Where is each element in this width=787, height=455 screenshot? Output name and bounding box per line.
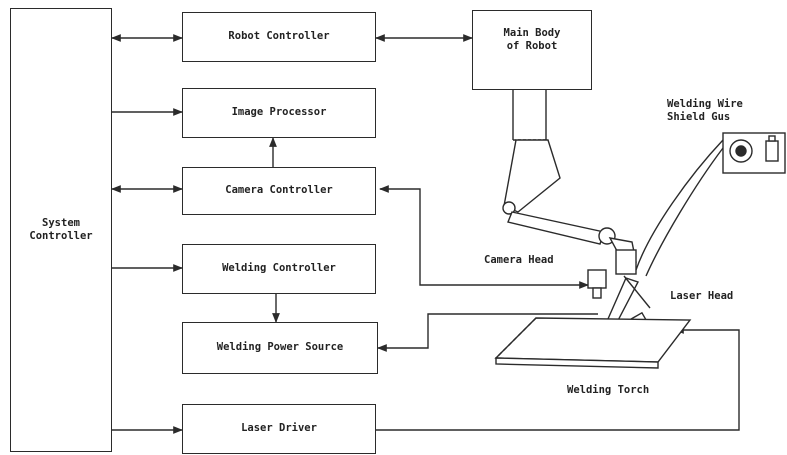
- welding-torch-label: Welding Torch: [567, 384, 650, 396]
- link-power-torch: [377, 313, 598, 352]
- camera-head-label: Camera Head: [484, 254, 554, 266]
- welding-controller-block: Welding Controller: [182, 244, 376, 294]
- image-processor-block: Image Processor: [182, 88, 376, 138]
- laser-driver-block: Laser Driver: [182, 404, 376, 454]
- link-laser-head: [376, 326, 740, 431]
- system-controller-block: System Controller: [10, 8, 112, 452]
- link-camera-head: [379, 185, 589, 289]
- wire-hose: [635, 139, 724, 271]
- wire-feeder-illustration: [722, 132, 786, 174]
- camera-head-illustration: [587, 269, 607, 299]
- laser-head-label: Laser Head: [670, 290, 734, 302]
- robot-arm-illustration: [502, 139, 637, 275]
- welding-wire-shield-gas-label: Welding Wire Shield Gus: [667, 98, 743, 124]
- main-body-of-robot-block: Main Body of Robot: [472, 10, 592, 90]
- camera-controller-block: Camera Controller: [182, 167, 376, 215]
- welding-power-source-block: Welding Power Source: [182, 322, 378, 374]
- workpiece-plate-illustration: [494, 317, 692, 369]
- robot-controller-block: Robot Controller: [182, 12, 376, 62]
